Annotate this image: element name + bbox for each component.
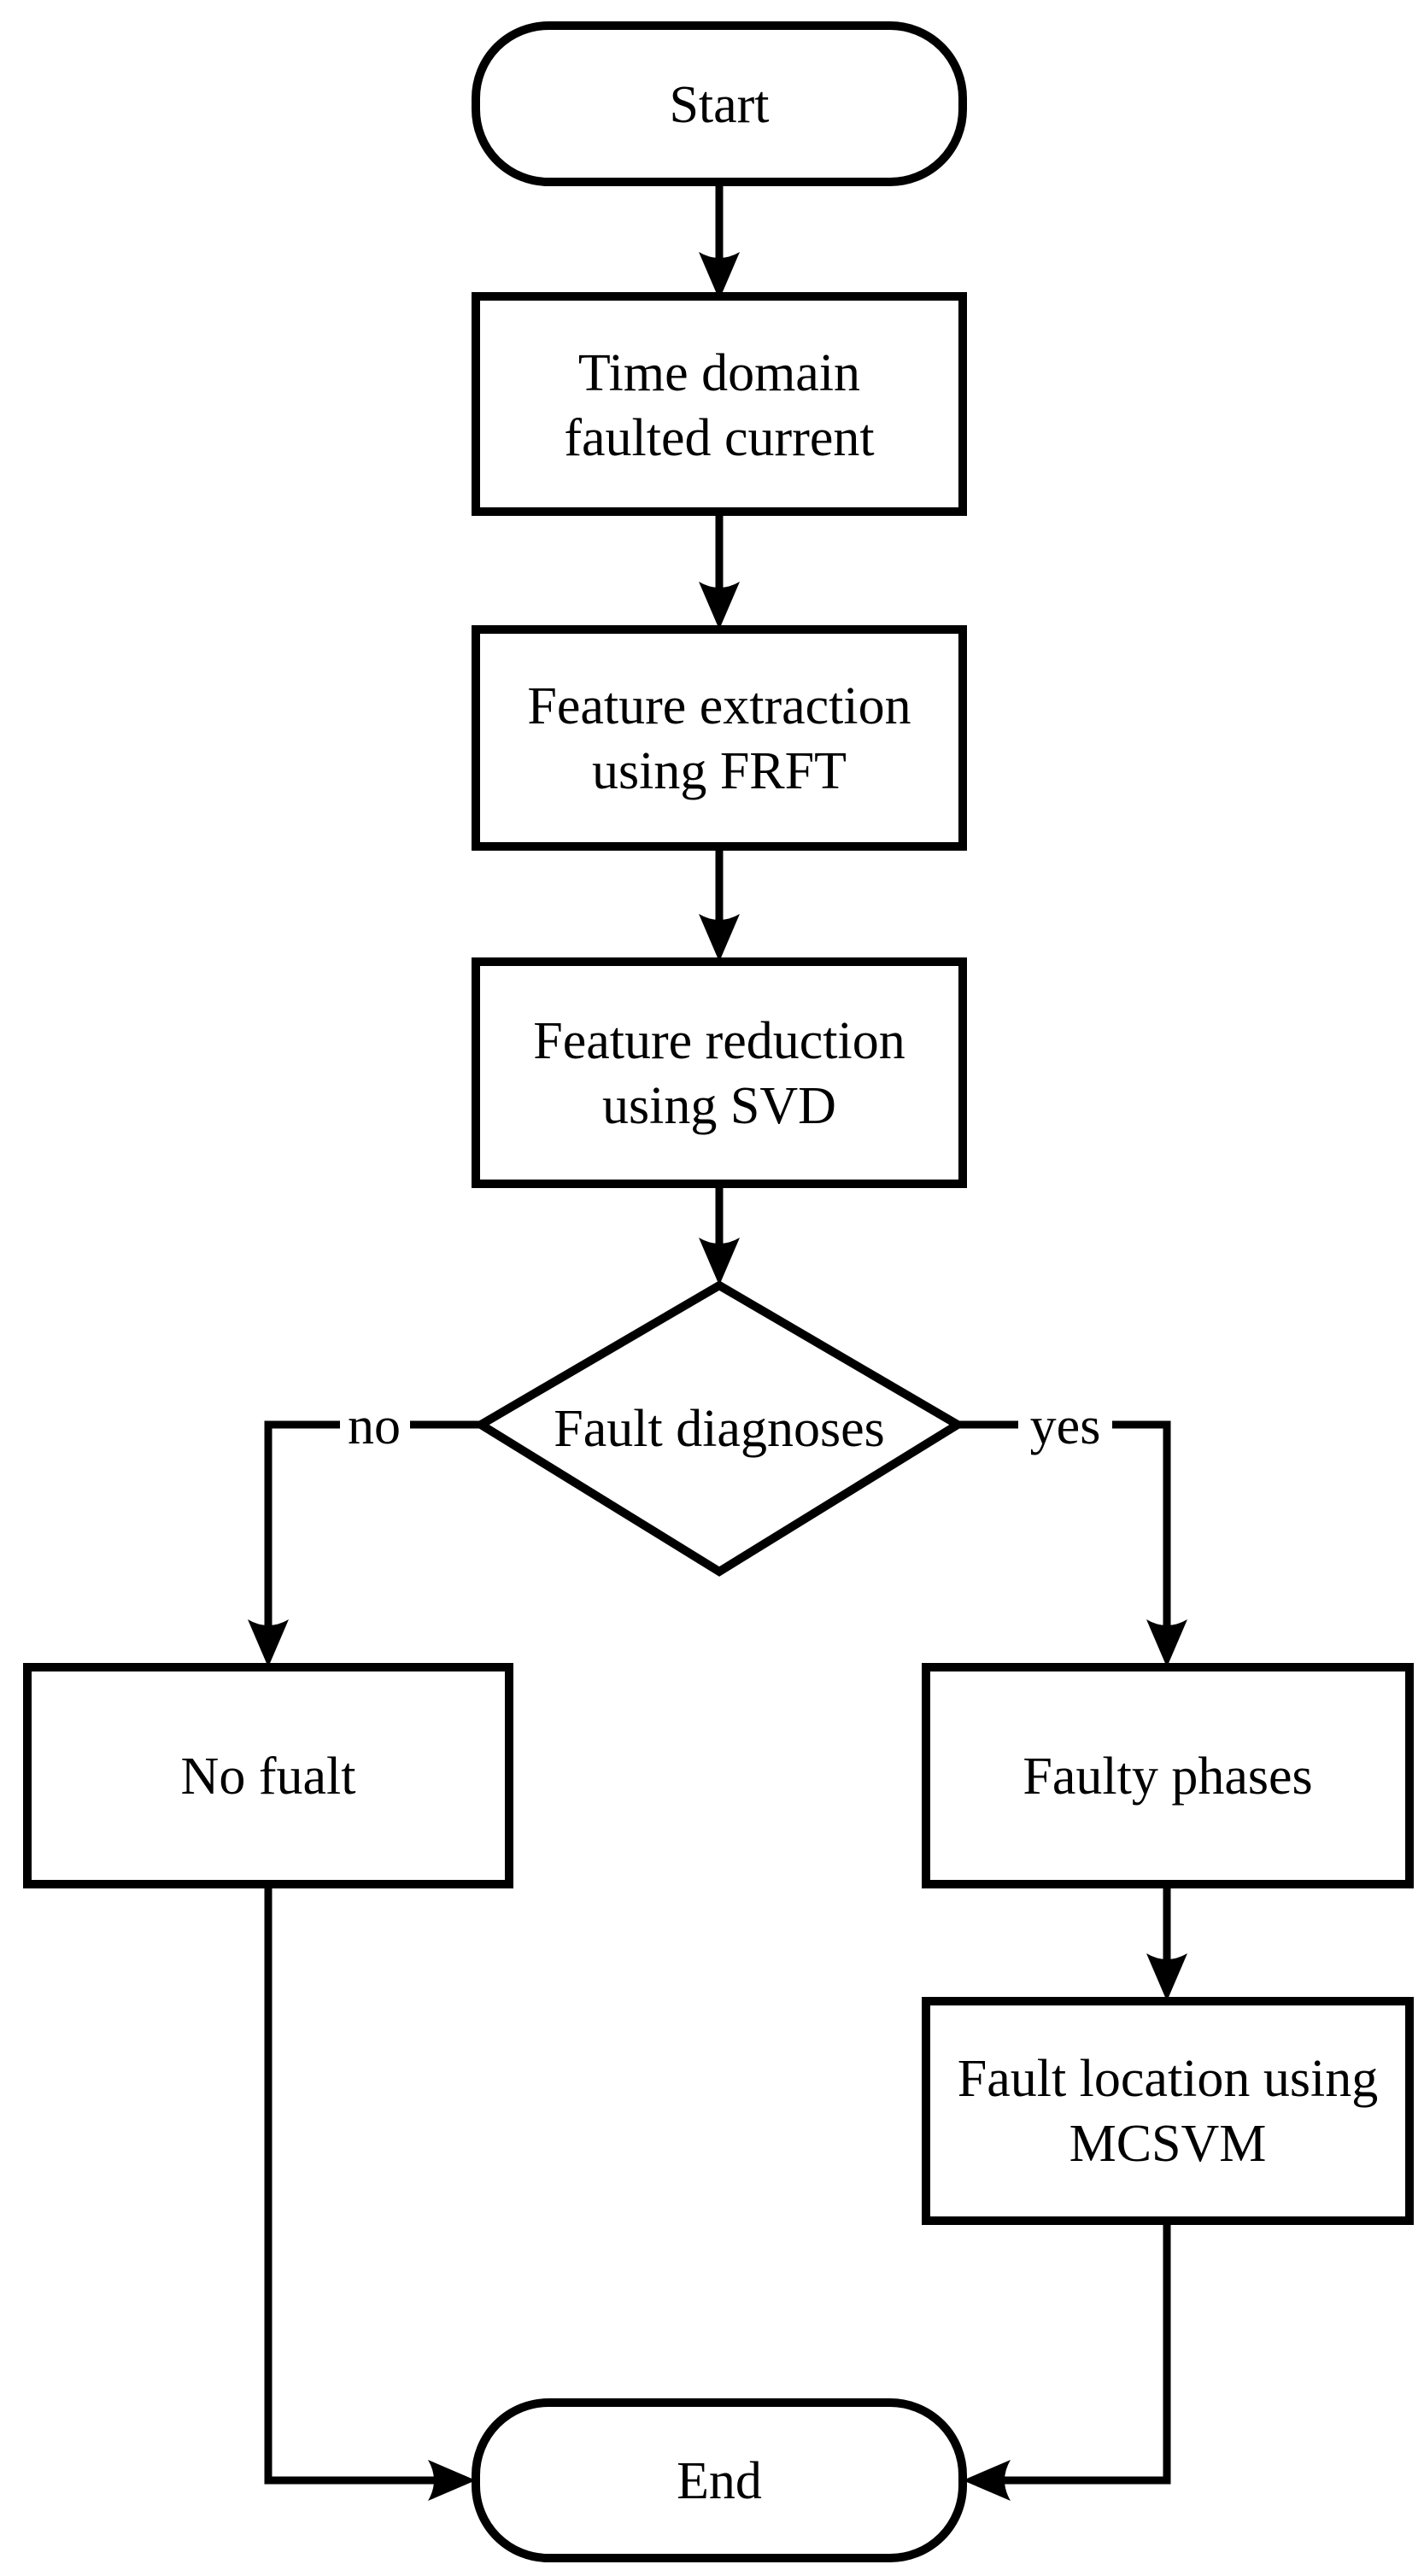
fault-location-label-line1: Fault location using xyxy=(958,2050,1379,2108)
time-domain-node xyxy=(472,292,967,516)
fault-location-label-line2: MCSVM xyxy=(1069,2115,1267,2173)
no-fault-node xyxy=(23,1663,513,1888)
faulty-phases-node xyxy=(922,1663,1414,1888)
faulty-phases-label: Faulty phases xyxy=(1023,1748,1312,1806)
feature-extraction-node xyxy=(472,625,967,851)
arrowhead-into-no-fault xyxy=(248,1619,289,1667)
start-node xyxy=(472,21,967,186)
edge-no-fault-to-end xyxy=(264,1882,448,2485)
time-domain-label-line1: Time domain xyxy=(578,344,860,402)
feature-reduction-label-line2: using SVD xyxy=(602,1077,836,1135)
arrowhead-into-fault-diagnoses xyxy=(699,1238,740,1285)
edge-label-no: no xyxy=(348,1397,401,1455)
arrowhead-into-feature-reduction xyxy=(699,914,740,962)
end-label: End xyxy=(677,2452,762,2510)
yes-label-bg xyxy=(1018,1392,1112,1457)
edge-fault-location-to-end xyxy=(991,2219,1171,2485)
fault-location-node xyxy=(922,1997,1414,2225)
time-domain-label-line2: faulted current xyxy=(564,409,874,467)
feature-reduction-label-line1: Feature reduction xyxy=(533,1012,905,1070)
edge-label-yes: yes xyxy=(1030,1397,1101,1455)
arrowhead-into-feature-extraction xyxy=(699,582,740,629)
arrowhead-into-faulty-phases xyxy=(1146,1619,1187,1667)
feature-extraction-label-line1: Feature extraction xyxy=(527,677,911,735)
arrowhead-into-fault-location xyxy=(1146,1953,1187,2001)
fault-diagnoses-decision xyxy=(472,1280,966,1577)
feature-extraction-label-line2: using FRFT xyxy=(592,742,847,800)
arrowhead-left-into-end xyxy=(428,2460,476,2501)
no-fault-label: No fualt xyxy=(181,1748,356,1806)
start-label: Start xyxy=(669,76,769,134)
feature-reduction-node xyxy=(472,957,967,1188)
arrowhead-right-into-end xyxy=(963,2460,1011,2501)
fault-diagnoses-label: Fault diagnoses xyxy=(554,1400,884,1458)
arrowhead-into-time-domain xyxy=(699,252,740,300)
no-label-bg xyxy=(340,1392,410,1457)
